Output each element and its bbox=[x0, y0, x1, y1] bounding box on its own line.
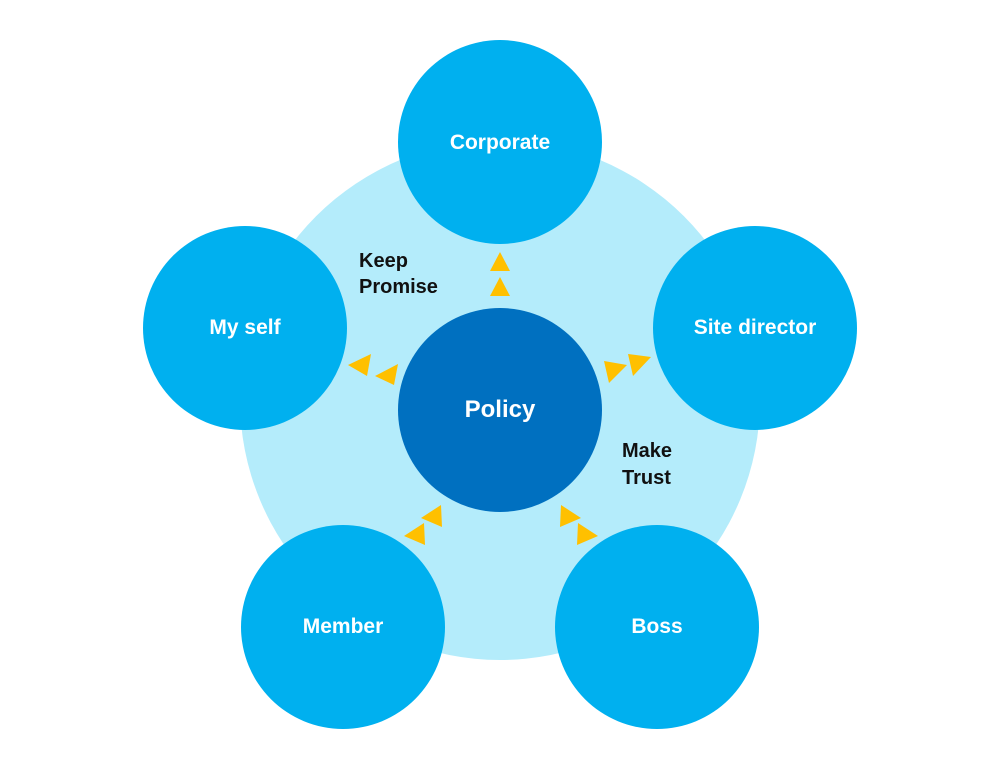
center-node-policy: Policy bbox=[398, 308, 602, 512]
node-corporate-label: Corporate bbox=[450, 131, 550, 154]
center-label: Policy bbox=[465, 396, 536, 423]
annotation-make: Make bbox=[622, 440, 672, 462]
node-my-self-label: My self bbox=[209, 316, 281, 339]
node-site-director: Site director bbox=[653, 226, 857, 430]
triangle-arrow-icon bbox=[604, 361, 627, 383]
annotation-trust: Trust bbox=[622, 467, 671, 489]
arrows-to-site-director bbox=[604, 354, 651, 383]
triangle-arrow-icon bbox=[490, 277, 510, 296]
node-my-self: My self bbox=[143, 226, 347, 430]
arrows-to-corporate bbox=[490, 252, 510, 296]
triangle-arrow-icon bbox=[560, 505, 581, 527]
triangle-arrow-icon bbox=[404, 523, 425, 545]
triangle-arrow-icon bbox=[628, 354, 651, 376]
triangle-arrow-icon bbox=[375, 364, 398, 385]
triangle-arrow-icon bbox=[421, 505, 442, 527]
node-member: Member bbox=[241, 525, 445, 729]
node-member-label: Member bbox=[303, 615, 384, 638]
node-boss-label: Boss bbox=[631, 615, 682, 638]
node-corporate: Corporate bbox=[398, 40, 602, 244]
node-site-director-label: Site director bbox=[694, 316, 817, 339]
annotation-keep: Keep bbox=[359, 250, 408, 272]
triangle-arrow-icon bbox=[577, 523, 598, 545]
triangle-arrow-icon bbox=[348, 354, 371, 376]
triangle-arrow-icon bbox=[490, 252, 510, 271]
node-boss: Boss bbox=[555, 525, 759, 729]
annotation-promise: Promise bbox=[359, 276, 438, 298]
arrows-to-member bbox=[404, 505, 442, 545]
arrows-to-boss bbox=[560, 505, 598, 545]
arrows-to-my-self bbox=[348, 354, 398, 385]
